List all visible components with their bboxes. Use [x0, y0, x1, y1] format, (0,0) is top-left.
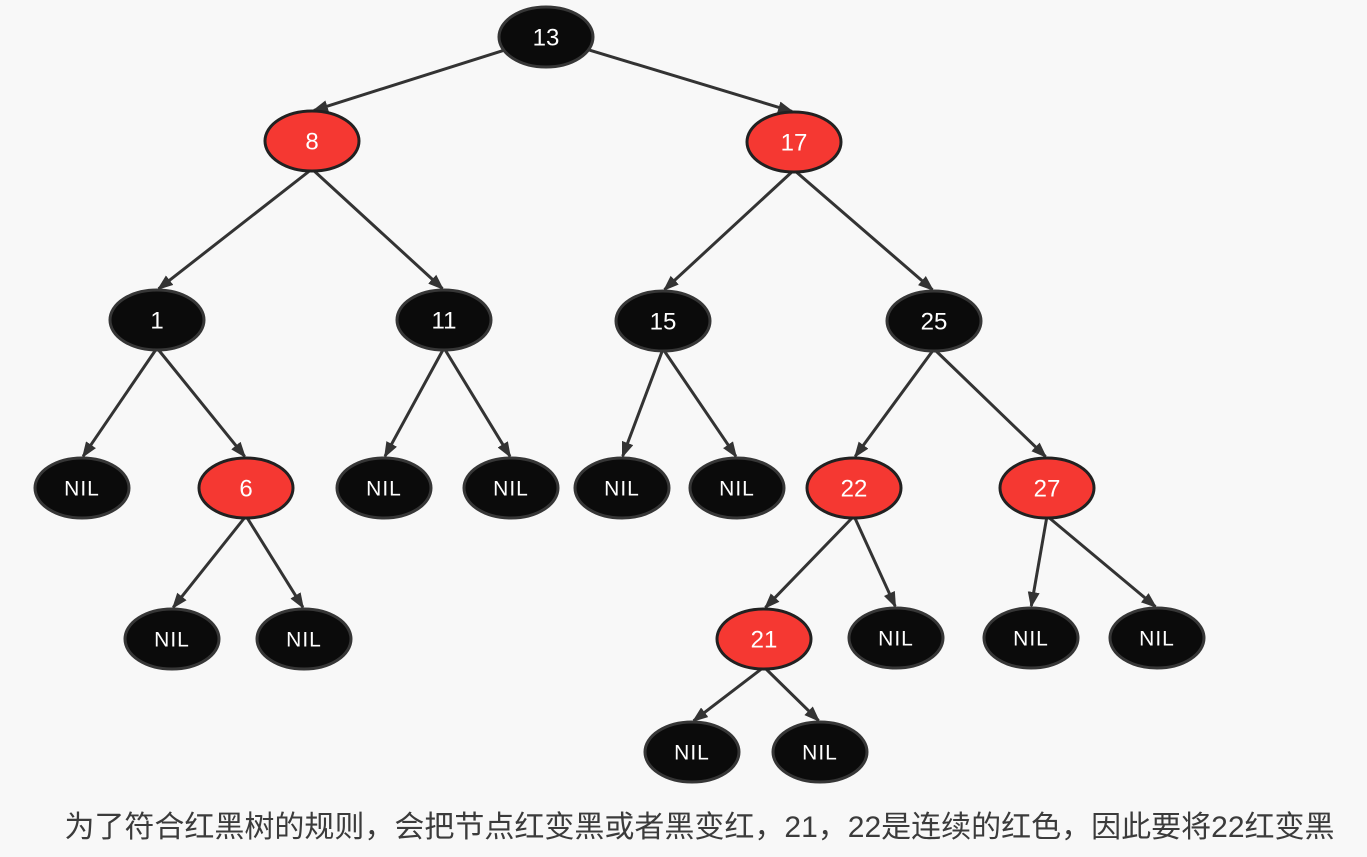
node-label: NIL — [1139, 628, 1175, 651]
node-label: 8 — [305, 129, 318, 156]
tree-edge-22-nil8 — [852, 515, 897, 609]
node-label: NIL — [493, 478, 529, 501]
tree-node-nil10: NIL — [1108, 606, 1206, 670]
node-label: 11 — [432, 308, 457, 335]
tree-node-8: 8 — [263, 109, 361, 173]
tree-node-nil11: NIL — [643, 720, 741, 784]
node-label: 22 — [841, 476, 868, 503]
node-ellipse-red — [263, 109, 361, 173]
tree-node-13: 13 — [497, 5, 595, 69]
tree-edge-6-nil7 — [244, 515, 305, 609]
node-ellipse-black — [688, 456, 786, 520]
node-ellipse-black — [497, 5, 595, 69]
node-ellipse-black — [982, 606, 1080, 670]
node-label: 27 — [1034, 476, 1061, 503]
node-ellipse-red — [197, 456, 295, 520]
tree-edge-22-21 — [764, 514, 856, 610]
node-label: NIL — [64, 478, 100, 501]
tree-node-nil5: NIL — [688, 456, 786, 520]
tree-node-nil4: NIL — [573, 456, 671, 520]
tree-edge-25-22 — [853, 348, 936, 459]
tree-node-17: 17 — [745, 110, 843, 174]
tree-node-nil9: NIL — [982, 606, 1080, 670]
tree-node-27: 27 — [998, 456, 1096, 520]
tree-edge-11-nil2 — [383, 347, 446, 458]
node-ellipse-black — [33, 456, 131, 520]
node-ellipse-black — [462, 456, 560, 520]
node-ellipse-black — [123, 607, 221, 671]
tree-edge-13-8 — [311, 48, 505, 112]
tree-node-6: 6 — [197, 456, 295, 520]
node-label: NIL — [154, 629, 190, 652]
node-label: 6 — [239, 476, 252, 503]
node-label: NIL — [802, 742, 838, 765]
tree-node-nil6: NIL — [123, 607, 221, 671]
node-label: 25 — [921, 309, 948, 336]
node-ellipse-red — [805, 456, 903, 520]
tree-edge-8-11 — [310, 167, 444, 290]
node-label: 1 — [150, 308, 163, 335]
node-label: 17 — [781, 130, 808, 157]
tree-edge-11-nil3 — [442, 347, 512, 459]
tree-edge-15-nil5 — [661, 348, 738, 458]
node-ellipse-black — [1108, 606, 1206, 670]
tree-edge-1-6 — [155, 347, 246, 458]
node-ellipse-black — [771, 720, 869, 784]
tree-node-nil8: NIL — [847, 606, 945, 670]
node-label: 21 — [751, 627, 778, 654]
tree-edge-21-nil11 — [692, 665, 765, 723]
tree-edge-17-25 — [793, 168, 935, 292]
tree-edge-27-nil9 — [1027, 515, 1049, 608]
tree-edge-6-nil6 — [171, 515, 248, 609]
tree-edge-21-nil12 — [762, 665, 821, 723]
node-ellipse-black — [885, 289, 983, 353]
tree-node-25: 25 — [885, 289, 983, 353]
tree-node-nil3: NIL — [462, 456, 560, 520]
tree-node-nil2: NIL — [335, 456, 433, 520]
node-ellipse-black — [847, 606, 945, 670]
tree-edge-27-nil10 — [1046, 514, 1158, 608]
tree-node-22: 22 — [805, 456, 903, 520]
tree-node-21: 21 — [715, 607, 813, 671]
tree-node-15: 15 — [614, 289, 712, 353]
node-ellipse-black — [573, 456, 671, 520]
node-ellipse-black — [395, 288, 493, 352]
tree-node-nil7: NIL — [255, 607, 353, 671]
tree-edge-17-15 — [663, 168, 796, 291]
node-ellipse-black — [108, 288, 206, 352]
caption-text: 为了符合红黑树的规则，会把节点红变黑或者黑变红，21，22是连续的红色，因此要将… — [64, 811, 1335, 844]
node-label: NIL — [604, 478, 640, 501]
node-ellipse-black — [614, 289, 712, 353]
node-ellipse-black — [335, 456, 433, 520]
node-label: NIL — [674, 742, 710, 765]
node-label: NIL — [366, 478, 402, 501]
tree-node-nil1: NIL — [33, 456, 131, 520]
node-ellipse-red — [998, 456, 1096, 520]
tree-edge-25-27 — [932, 347, 1048, 458]
tree-node-nil12: NIL — [771, 720, 869, 784]
node-ellipse-black — [643, 720, 741, 784]
tree-node-1: 1 — [108, 288, 206, 352]
node-label: 13 — [533, 25, 560, 52]
node-ellipse-red — [715, 607, 813, 671]
node-label: NIL — [878, 628, 914, 651]
node-label: NIL — [286, 629, 322, 652]
node-ellipse-black — [255, 607, 353, 671]
tree-edge-1-nil1 — [81, 347, 159, 458]
tree-edge-15-nil4 — [621, 348, 665, 458]
node-label: 15 — [650, 309, 677, 336]
node-label: NIL — [1013, 628, 1049, 651]
tree-edge-8-1 — [157, 167, 313, 291]
node-label: NIL — [719, 478, 755, 501]
tree-edge-13-17 — [588, 48, 795, 114]
tree-node-11: 11 — [395, 288, 493, 352]
node-ellipse-red — [745, 110, 843, 174]
